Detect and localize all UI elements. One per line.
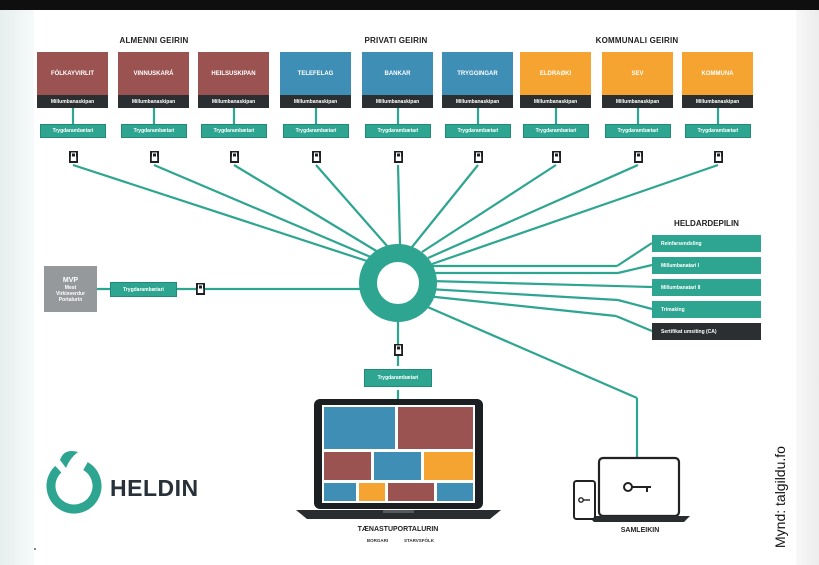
top-black-bar	[0, 0, 819, 10]
mvp-title: MVP	[62, 276, 79, 284]
sector-box-4: TELEFELAG	[280, 52, 351, 95]
samleikin-devices	[573, 456, 690, 522]
secure-gateway-box: Trygdarambætari	[121, 124, 187, 138]
right-background-edge	[796, 10, 819, 565]
heldardepilin-title: HELDARDEPILIN	[674, 219, 739, 228]
sector-sub-bar: Millumbanaskipan	[198, 95, 269, 108]
sector-sub-bar: Millumbanaskipan	[442, 95, 513, 108]
sector-sub-bar: Millumbanaskipan	[602, 95, 673, 108]
secure-gateway-box: Trygdarambætari	[283, 124, 349, 138]
secure-gateway-box: Trygdarambætari	[365, 124, 431, 138]
lock-icon	[312, 151, 321, 163]
central-hub	[359, 244, 437, 322]
sector-sub-bar: Millumbanaskipan	[682, 95, 753, 108]
secure-gateway-box: Trygdarambætari	[605, 124, 671, 138]
heldin-logo-text: HELDIN	[110, 475, 199, 501]
secure-gateway-box: Trygdarambætari	[685, 124, 751, 138]
sector-sub-bar: Millumbanaskipan	[520, 95, 591, 108]
spoke-2	[153, 163, 374, 260]
portal-secure-gateway-box: Trygdarambætari	[364, 369, 432, 387]
left-background-edge	[0, 10, 34, 565]
sector-box-8: SEV	[602, 52, 673, 95]
group-label-kommunali: KOMMUNALI GEIRIN	[595, 36, 679, 45]
connection-lines	[71, 108, 720, 458]
conn-h4	[427, 287, 619, 302]
spoke-6	[411, 164, 479, 248]
heldin-logo-mark	[46, 451, 102, 514]
spoke-5	[396, 164, 402, 246]
lock-icon	[230, 151, 239, 163]
group-label-almenni: ALMENNI GEIRIN	[119, 36, 189, 45]
lock-icon	[552, 151, 561, 163]
spoke-1	[72, 163, 371, 264]
sector-sub-bar: Millumbanaskipan	[118, 95, 189, 108]
sector-sub-bar: Millumbanaskipan	[362, 95, 433, 108]
samleikin-caption: SAMLEIKIN	[620, 527, 660, 534]
group-label-privati: PRIVATI GEIRIN	[364, 36, 428, 45]
mvp-box: MVP Mest Virkisverdur Portalurin	[44, 266, 97, 312]
spoke-7	[421, 164, 557, 253]
heldardepilin-item-3: Millumbanatari II	[652, 279, 761, 296]
sector-box-2: VINNUSKARÁ	[118, 52, 189, 95]
conn-h3	[429, 279, 653, 289]
secure-gateway-box: Trygdarambætari	[40, 124, 106, 138]
sector-box-5: BANKAR	[362, 52, 433, 95]
lock-icon	[196, 283, 205, 295]
spoke-8	[427, 163, 639, 260]
mvp-line-3: Portalurin	[58, 296, 83, 303]
laptop-illustration	[296, 399, 501, 519]
portal-sub-caption-1: BORGARI	[366, 538, 389, 543]
lock-icon	[69, 151, 78, 163]
image-credit: Mynd: talgildu.fo	[772, 446, 788, 548]
secure-gateway-box: Trygdarambætari	[523, 124, 589, 138]
mvp-line-1: Mest	[64, 284, 77, 291]
mvp-secure-gateway-box: Trygdarambætari	[110, 282, 177, 297]
portal-sub-caption-2: STARVSFÓLK	[403, 538, 435, 543]
conn-h5	[425, 294, 617, 318]
spoke-9	[431, 163, 719, 266]
sector-box-1: FÓLKAYVIRLIT	[37, 52, 108, 95]
sector-box-9: KOMMUNA	[682, 52, 753, 95]
samleikin-line	[422, 303, 638, 400]
mvp-line-2: Virkisverdur	[55, 290, 86, 297]
heldardepilin-item-1: Reinfarsendsling	[652, 235, 761, 252]
heldardepilin-item-4: Trimaking	[652, 301, 761, 318]
lock-icon	[474, 151, 483, 163]
lock-icon	[714, 151, 723, 163]
corner-dot	[34, 548, 36, 550]
lock-icon	[634, 151, 643, 163]
sector-box-6: TRYGGINGAR	[442, 52, 513, 95]
sector-sub-bar: Millumbanaskipan	[37, 95, 108, 108]
secure-gateway-box: Trygdarambætari	[201, 124, 267, 138]
heldardepilin-item-2: Millumbanatari I	[652, 257, 761, 274]
secure-gateway-box: Trygdarambætari	[445, 124, 511, 138]
lock-icon	[150, 151, 159, 163]
spoke-3	[233, 164, 379, 253]
portal-caption: TÆNASTUPORTALURIN	[357, 526, 439, 533]
lock-icon	[394, 344, 403, 356]
sector-sub-bar: Millumbanaskipan	[280, 95, 351, 108]
heldardepilin-item-5: Sertifikat umsiting (CA)	[652, 323, 761, 340]
sector-box-3: HEILSUSKIPAN	[198, 52, 269, 95]
lock-icon	[394, 151, 403, 163]
sector-box-7: ELDRAØKI	[520, 52, 591, 95]
spoke-4	[315, 164, 389, 248]
